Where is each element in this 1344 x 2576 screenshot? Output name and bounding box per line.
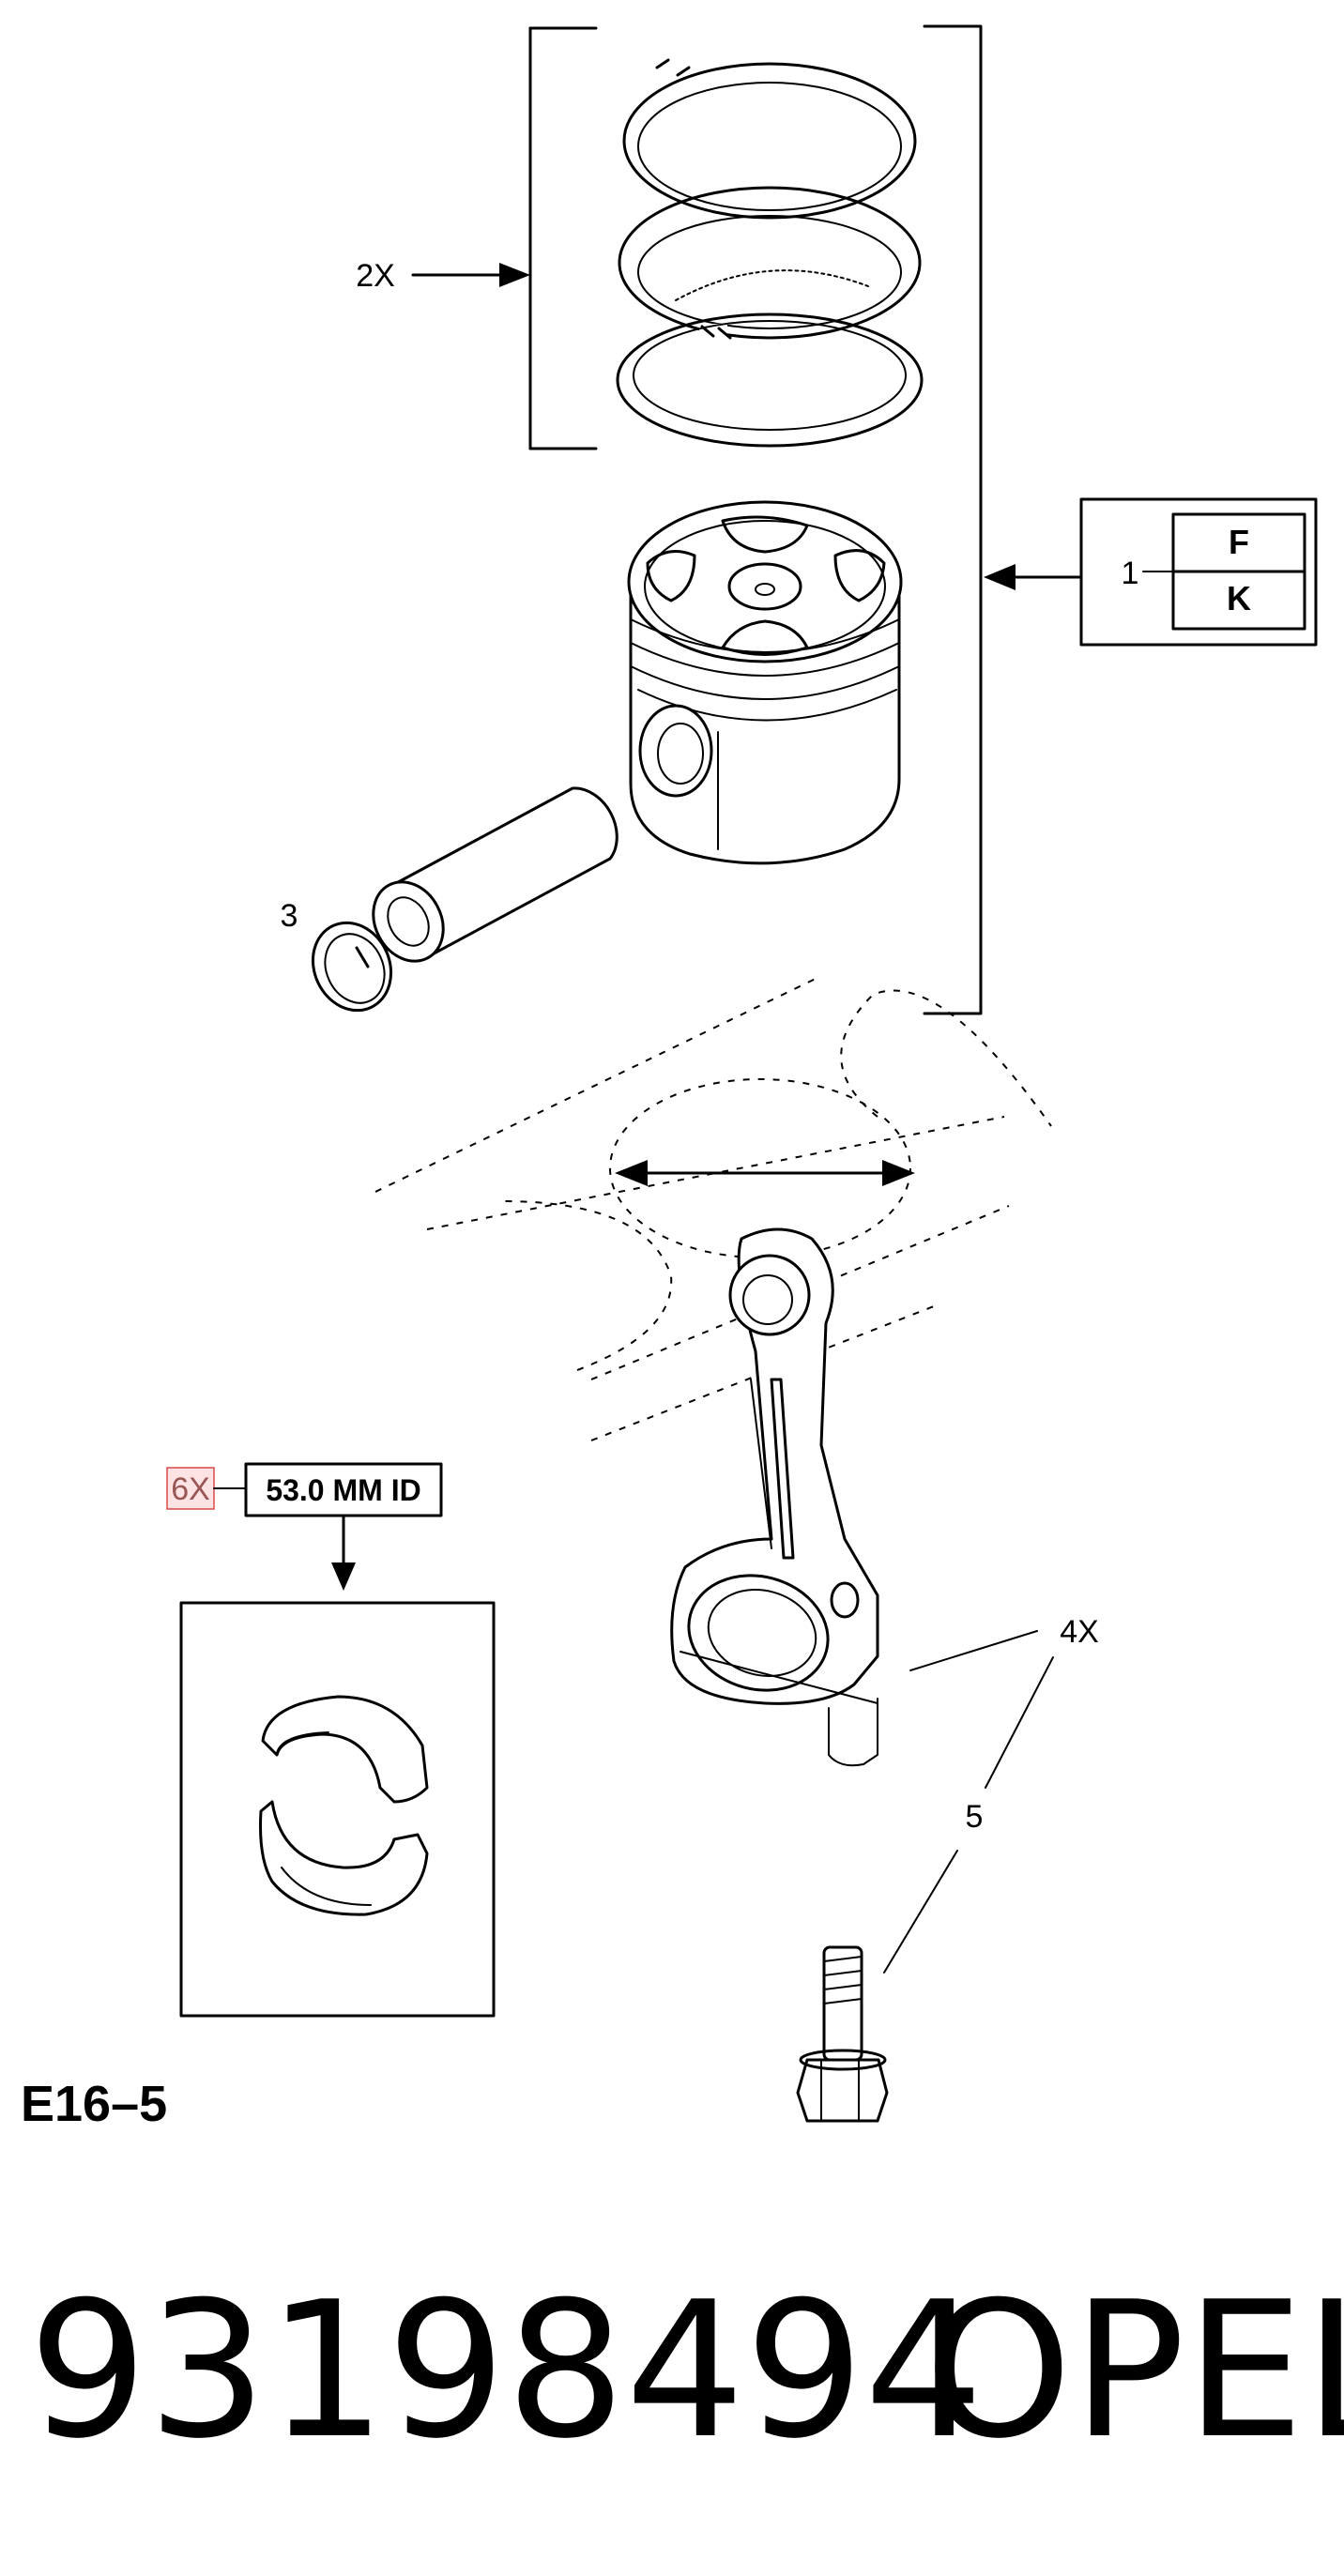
diagram-code: E16–5 [21, 2076, 167, 2132]
retaining-ring [311, 921, 393, 1013]
retainer-ref-label: 3 [281, 898, 298, 934]
bearing-callout: 6X 53.0 MM ID [166, 1462, 443, 1591]
connecting-rod-bolt [796, 1945, 889, 2123]
bore-diameter-arrow [615, 1160, 915, 1186]
rings-qty-label: 2X [356, 258, 395, 294]
rings-qty-callout: 2X [356, 258, 530, 294]
piston-ring-top [622, 58, 917, 220]
bearing-inset [179, 1601, 496, 2018]
connecting-rod [670, 1227, 879, 1767]
part-number: 93198494 [28, 2262, 984, 2480]
bearing-shell-lower [259, 1800, 429, 1916]
piston-ring-bottom [616, 312, 924, 448]
piston [627, 500, 903, 865]
piston-variant-callout: 1 F K [984, 497, 1318, 647]
piston-assembly-bracket [923, 24, 983, 1015]
brand-name: OPEL [924, 2262, 1344, 2480]
bolt-ref-label: 5 [966, 1799, 984, 1835]
conrod-bolt-callouts: 4X 5 [883, 1614, 1099, 1974]
conrod-qty-label: 4X [1060, 1614, 1099, 1650]
piston-ref-label: 1 [1122, 556, 1139, 591]
bearing-shell-upper [261, 1695, 429, 1804]
piston-pin [372, 786, 619, 963]
piston-variant-k: K [1227, 579, 1251, 617]
engine-block-outline [374, 975, 1052, 1441]
piston-rings [616, 58, 924, 448]
bearing-qty-label: 6X [171, 1471, 210, 1507]
ring-set-bracket [528, 26, 598, 450]
bearing-size-label: 53.0 MM ID [266, 1473, 420, 1507]
piston-variant-f: F [1229, 523, 1249, 561]
